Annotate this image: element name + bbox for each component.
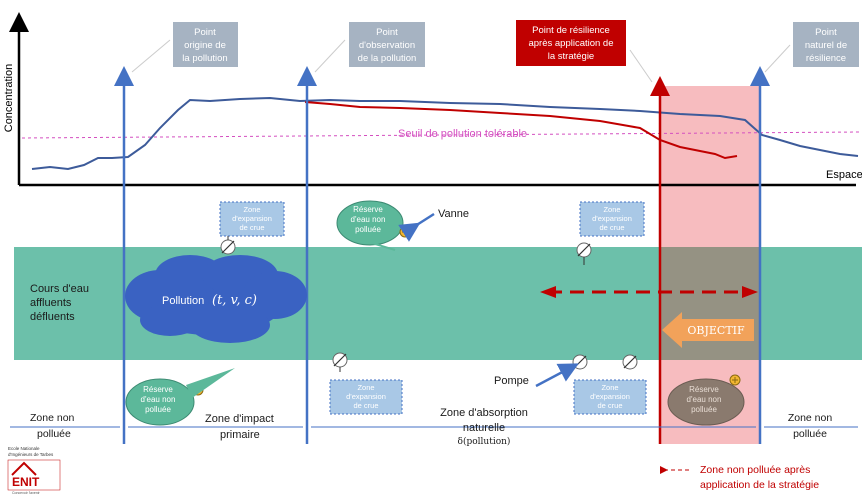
reserve-bottom-left-pointer xyxy=(186,368,235,398)
threshold-line xyxy=(21,131,861,139)
zone-absorption-text-1: Zone d'absorption xyxy=(440,407,528,419)
river-label-1: Cours d'eau xyxy=(30,283,89,295)
resilience-callout xyxy=(516,20,626,66)
resilience-pointer xyxy=(629,49,653,83)
reserve-top-pointer xyxy=(371,242,396,251)
gate-icon-pump-1 xyxy=(572,354,588,370)
flood-zone-top-left-text-2: d'expansion xyxy=(232,214,272,223)
observation-callout xyxy=(349,22,425,67)
zone-left-text-2: polluée xyxy=(37,428,71,440)
flood-zone-top-right-text-1: Zone xyxy=(603,205,620,214)
reserve-bottom-right xyxy=(667,378,745,426)
river-label-3: défluents xyxy=(30,311,75,323)
river-label-2: affluents xyxy=(30,297,72,309)
reserve-bottom-left-text-3: polluée xyxy=(145,405,171,414)
gate-icon-top-left xyxy=(220,236,236,255)
natural-pointer xyxy=(764,44,791,73)
zone-after-text-1: Zone non polluée après xyxy=(700,464,810,476)
reserve-bottom-right-text-2: d'eau non xyxy=(687,395,722,404)
x-axis-label: Espace xyxy=(826,169,862,181)
logo-roof-icon xyxy=(11,461,37,476)
pollution-vars: (t, v, c) xyxy=(212,293,257,308)
natural-callout-text-3: résilience xyxy=(806,53,846,64)
pump-pointer xyxy=(535,363,579,388)
origin-callout-text-1: Point xyxy=(194,27,216,38)
origin-pointer xyxy=(131,39,171,73)
resilience-callout-text-2: après application de xyxy=(528,38,613,49)
resilience-callout-text-3: la stratégie xyxy=(548,51,594,62)
flood-zone-top-left-text-3: de crue xyxy=(239,223,264,232)
flood-zone-bottom-right xyxy=(573,379,647,415)
flood-zone-top-right-text-2: d'expansion xyxy=(592,214,632,223)
reserve-top-text-1: Réserve xyxy=(353,205,383,214)
origin-callout-text-2: origine de xyxy=(184,40,226,51)
observation-callout-text-2: d'observation xyxy=(359,40,415,51)
y-axis-label: Concentration xyxy=(3,64,15,133)
zone-absorption-text-3: δ(pollution) xyxy=(458,436,511,447)
gate-icon-top-right xyxy=(576,242,592,265)
pump-label: Pompe xyxy=(494,375,529,387)
valve-cross-bottom-right xyxy=(732,377,738,383)
reserve-top-text-2: d'eau non xyxy=(351,215,386,224)
zone-impact-text-1: Zone d'impact xyxy=(205,413,274,425)
pollution-cloud xyxy=(125,255,307,343)
river-band-overlap xyxy=(660,247,760,360)
objective-label: OBJECTIF xyxy=(687,324,745,337)
flood-zone-top-right xyxy=(579,201,645,237)
logo-tagline: Concevoir l'avenir xyxy=(12,491,41,495)
flood-zone-bottom-left-text-1: Zone xyxy=(357,383,374,392)
logo-line-1: Ecole Nationale xyxy=(8,446,40,451)
logo-line-2: d'Ingénieurs de Tarbes xyxy=(8,452,54,457)
flood-zone-top-left-text-1: Zone xyxy=(243,205,260,214)
reserve-bottom-left-text-1: Réserve xyxy=(143,385,173,394)
flood-zone-bottom-right-text-1: Zone xyxy=(601,383,618,392)
zone-right-text-1: Zone non xyxy=(788,412,833,424)
flood-zone-bottom-left xyxy=(329,379,403,415)
threshold-label: Seuil de pollution tolérable xyxy=(398,128,527,140)
zone-right-text-2: polluée xyxy=(793,428,827,440)
resilience-callout-text-1: Point de résilience xyxy=(532,25,610,36)
gate-icon-pump-2 xyxy=(622,354,638,370)
reserve-top-text-3: polluée xyxy=(355,225,381,234)
pollution-label: Pollution xyxy=(162,295,204,307)
zone-impact-text-2: primaire xyxy=(220,429,260,441)
flood-zone-top-left xyxy=(219,201,285,237)
zone-after-text-2: application de la stratégie xyxy=(700,479,819,491)
strategy-concentration-curve xyxy=(304,101,738,160)
observation-callout-text-1: Point xyxy=(376,27,398,38)
observation-callout-text-3: de la pollution xyxy=(358,53,417,64)
reserve-bottom-left-text-2: d'eau non xyxy=(141,395,176,404)
reserve-bottom-right-text-1: Réserve xyxy=(689,385,719,394)
flood-zone-top-right-text-3: de crue xyxy=(599,223,624,232)
flood-zone-bottom-right-text-3: de crue xyxy=(597,401,622,410)
observation-pointer xyxy=(314,39,346,73)
enit-logo: Ecole Nationale d'Ingénieurs de Tarbes E… xyxy=(7,446,61,495)
zone-left-text-1: Zone non xyxy=(30,412,75,424)
objective-arrow xyxy=(662,312,754,348)
flood-zone-bottom-right-text-2: d'expansion xyxy=(590,392,630,401)
natural-callout-text-2: naturel de xyxy=(805,40,847,51)
gate-icon-bottom-left xyxy=(332,352,348,372)
valve-pointer xyxy=(398,212,435,242)
origin-callout xyxy=(173,22,238,67)
reserve-bottom-left xyxy=(125,378,195,426)
natural-callout-text-1: Point xyxy=(815,27,837,38)
zone-absorption-text-2: naturelle xyxy=(463,422,505,434)
origin-callout-text-3: la pollution xyxy=(182,53,227,64)
flood-zone-bottom-left-text-3: de crue xyxy=(353,401,378,410)
natural-callout xyxy=(793,22,859,67)
objective-range-arrow-left-head xyxy=(540,286,556,298)
objective-range-arrow-right-head xyxy=(742,286,758,298)
valve-label: Vanne xyxy=(438,208,469,220)
reserve-bottom-right-text-3: polluée xyxy=(691,405,717,414)
flood-zone-bottom-left-text-2: d'expansion xyxy=(346,392,386,401)
logo-name: ENIT xyxy=(12,475,40,489)
